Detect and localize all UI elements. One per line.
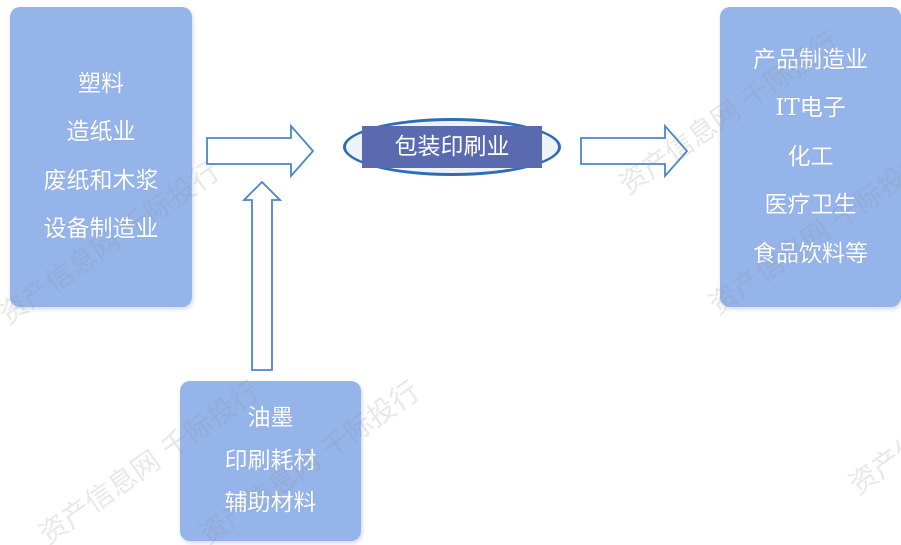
upstream-item: 设备制造业 — [43, 216, 159, 243]
packaging-printing-node: 包装印刷业 — [343, 118, 561, 176]
auxiliary-item: 辅助材料 — [224, 490, 317, 517]
watermark: 资产信息网 千际投行 — [842, 324, 901, 502]
downstream-item: 医疗卫生 — [764, 192, 857, 218]
upstream-item: 塑料 — [78, 70, 124, 97]
arrow-up-icon — [241, 180, 283, 371]
downstream-item: 产品制造业 — [753, 46, 868, 73]
upstream-item: 废纸和木浆 — [43, 167, 159, 194]
downstream-applications-box: 产品制造业 IT电子 化工 医疗卫生 食品饮料等 — [720, 7, 901, 307]
upstream-materials-box: 塑料 造纸业 废纸和木浆 设备制造业 — [10, 7, 192, 307]
downstream-item: 食品饮料等 — [753, 240, 868, 267]
arrow-right-upstream-icon — [206, 123, 315, 179]
auxiliary-supplies-box: 油墨 印刷耗材 辅助材料 — [180, 381, 361, 541]
center-label: 包装印刷业 — [394, 133, 510, 160]
downstream-item: IT电子 — [775, 95, 846, 121]
auxiliary-item: 印刷耗材 — [224, 447, 317, 474]
downstream-item: 化工 — [787, 143, 834, 170]
upstream-item: 造纸业 — [66, 119, 136, 146]
center-label-box: 包装印刷业 — [362, 126, 542, 168]
auxiliary-item: 油墨 — [247, 404, 294, 431]
arrow-right-downstream-icon — [580, 123, 689, 179]
